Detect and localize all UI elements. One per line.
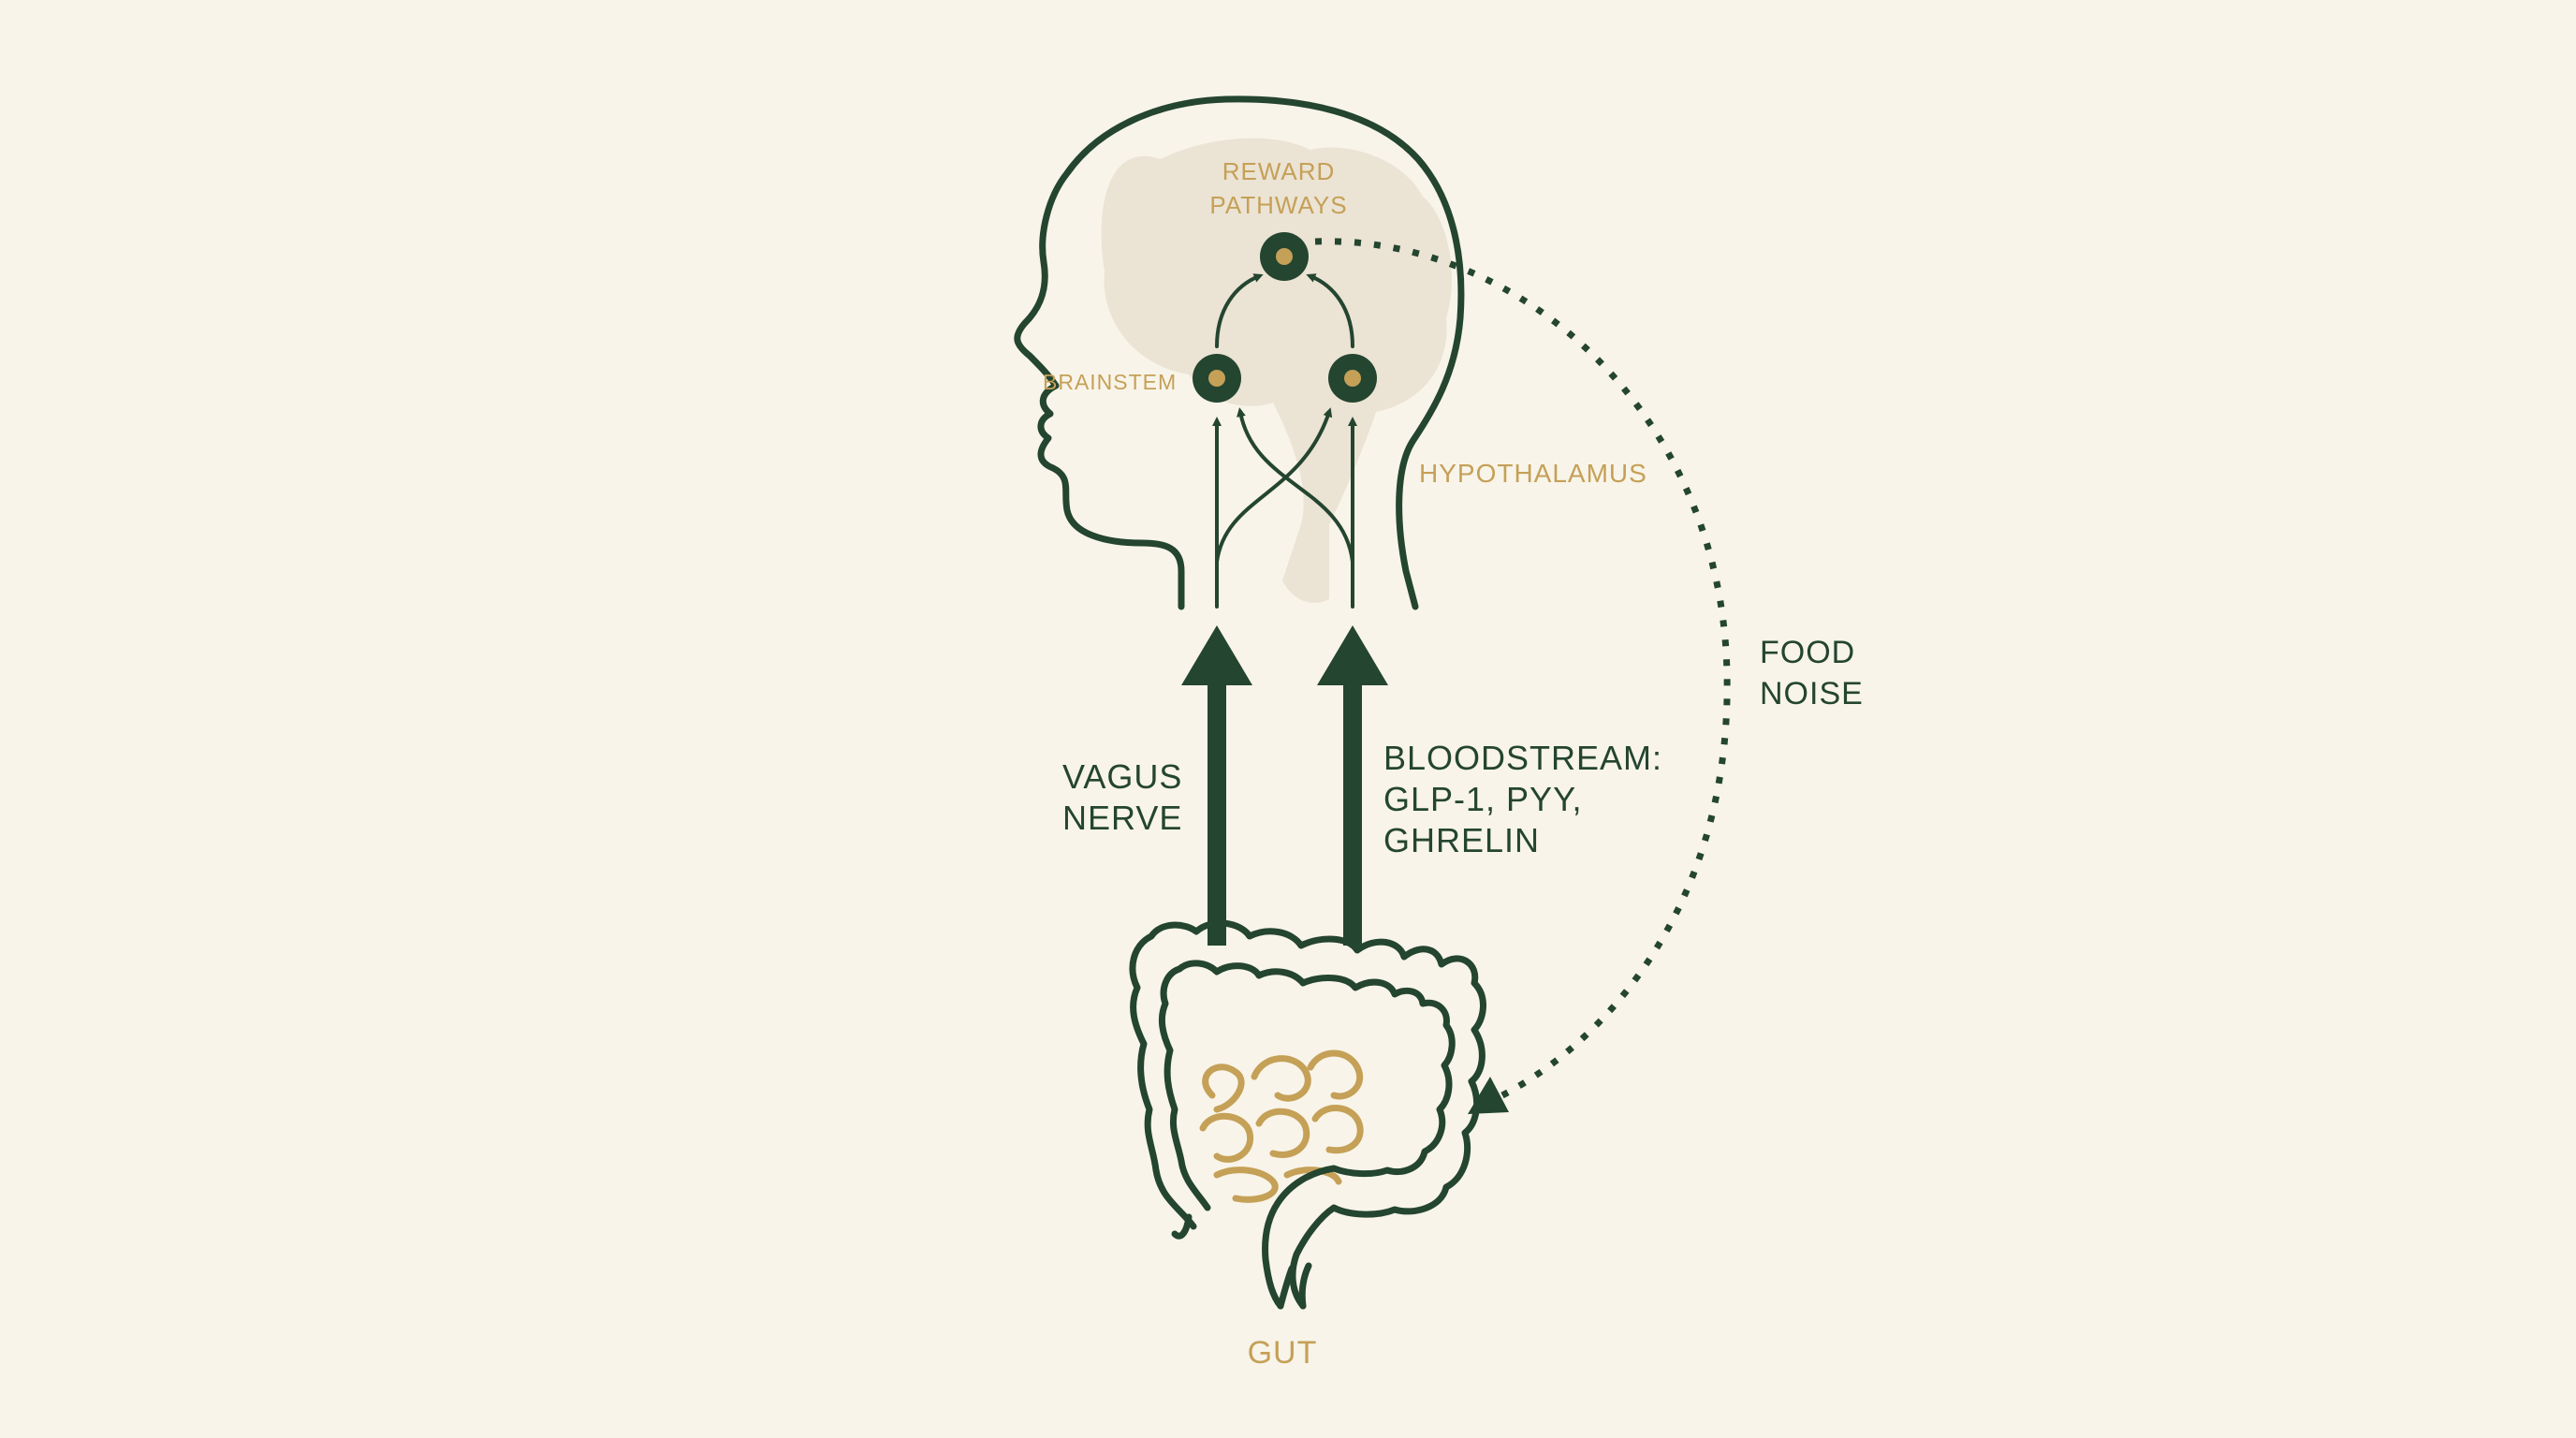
label-vagus-nerve-line1: VAGUS	[1062, 757, 1182, 796]
node-reward-pathways	[1260, 232, 1309, 281]
label-food-noise-line2: NOISE	[1760, 676, 1864, 712]
label-reward-pathways-line1: REWARD	[1222, 157, 1336, 185]
head-outline	[1014, 95, 1465, 610]
rectum	[1277, 1262, 1312, 1310]
label-hypothalamus: HYPOTHALAMUS	[1419, 459, 1647, 488]
pathway-brainstem-to-reward	[1215, 273, 1264, 348]
label-food-noise-line1: FOOD	[1760, 635, 1855, 670]
vagus-nerve-arrow	[1181, 625, 1252, 946]
label-bloodstream-line1: BLOODSTREAM:	[1383, 739, 1662, 777]
label-reward-pathways-line2: PATHWAYS	[1209, 191, 1347, 219]
pathway-hypothalamus-to-reward	[1306, 273, 1354, 348]
food-noise-arc	[1314, 238, 1731, 1099]
label-brainstem: BRAINSTEM	[1043, 370, 1177, 394]
label-vagus-nerve-line2: NERVE	[1062, 799, 1182, 837]
neural-pathways	[1212, 273, 1357, 609]
label-bloodstream-line2: GLP-1, PYY,	[1383, 780, 1582, 818]
label-gut: GUT	[1248, 1335, 1318, 1371]
brain-silhouette	[1101, 138, 1452, 603]
small-intestine	[1199, 1049, 1364, 1203]
appendix	[1171, 1213, 1193, 1240]
gut-illustration	[1129, 919, 1486, 1310]
label-bloodstream-line3: GHRELIN	[1383, 821, 1540, 859]
bloodstream-arrow	[1317, 625, 1388, 946]
large-intestine-inner	[1158, 960, 1456, 1310]
large-intestine-outer	[1129, 919, 1486, 1310]
pathway-cross-left	[1215, 407, 1333, 564]
node-brainstem	[1193, 354, 1241, 403]
node-hypothalamus	[1328, 354, 1377, 403]
pathway-cross-right	[1237, 407, 1354, 564]
